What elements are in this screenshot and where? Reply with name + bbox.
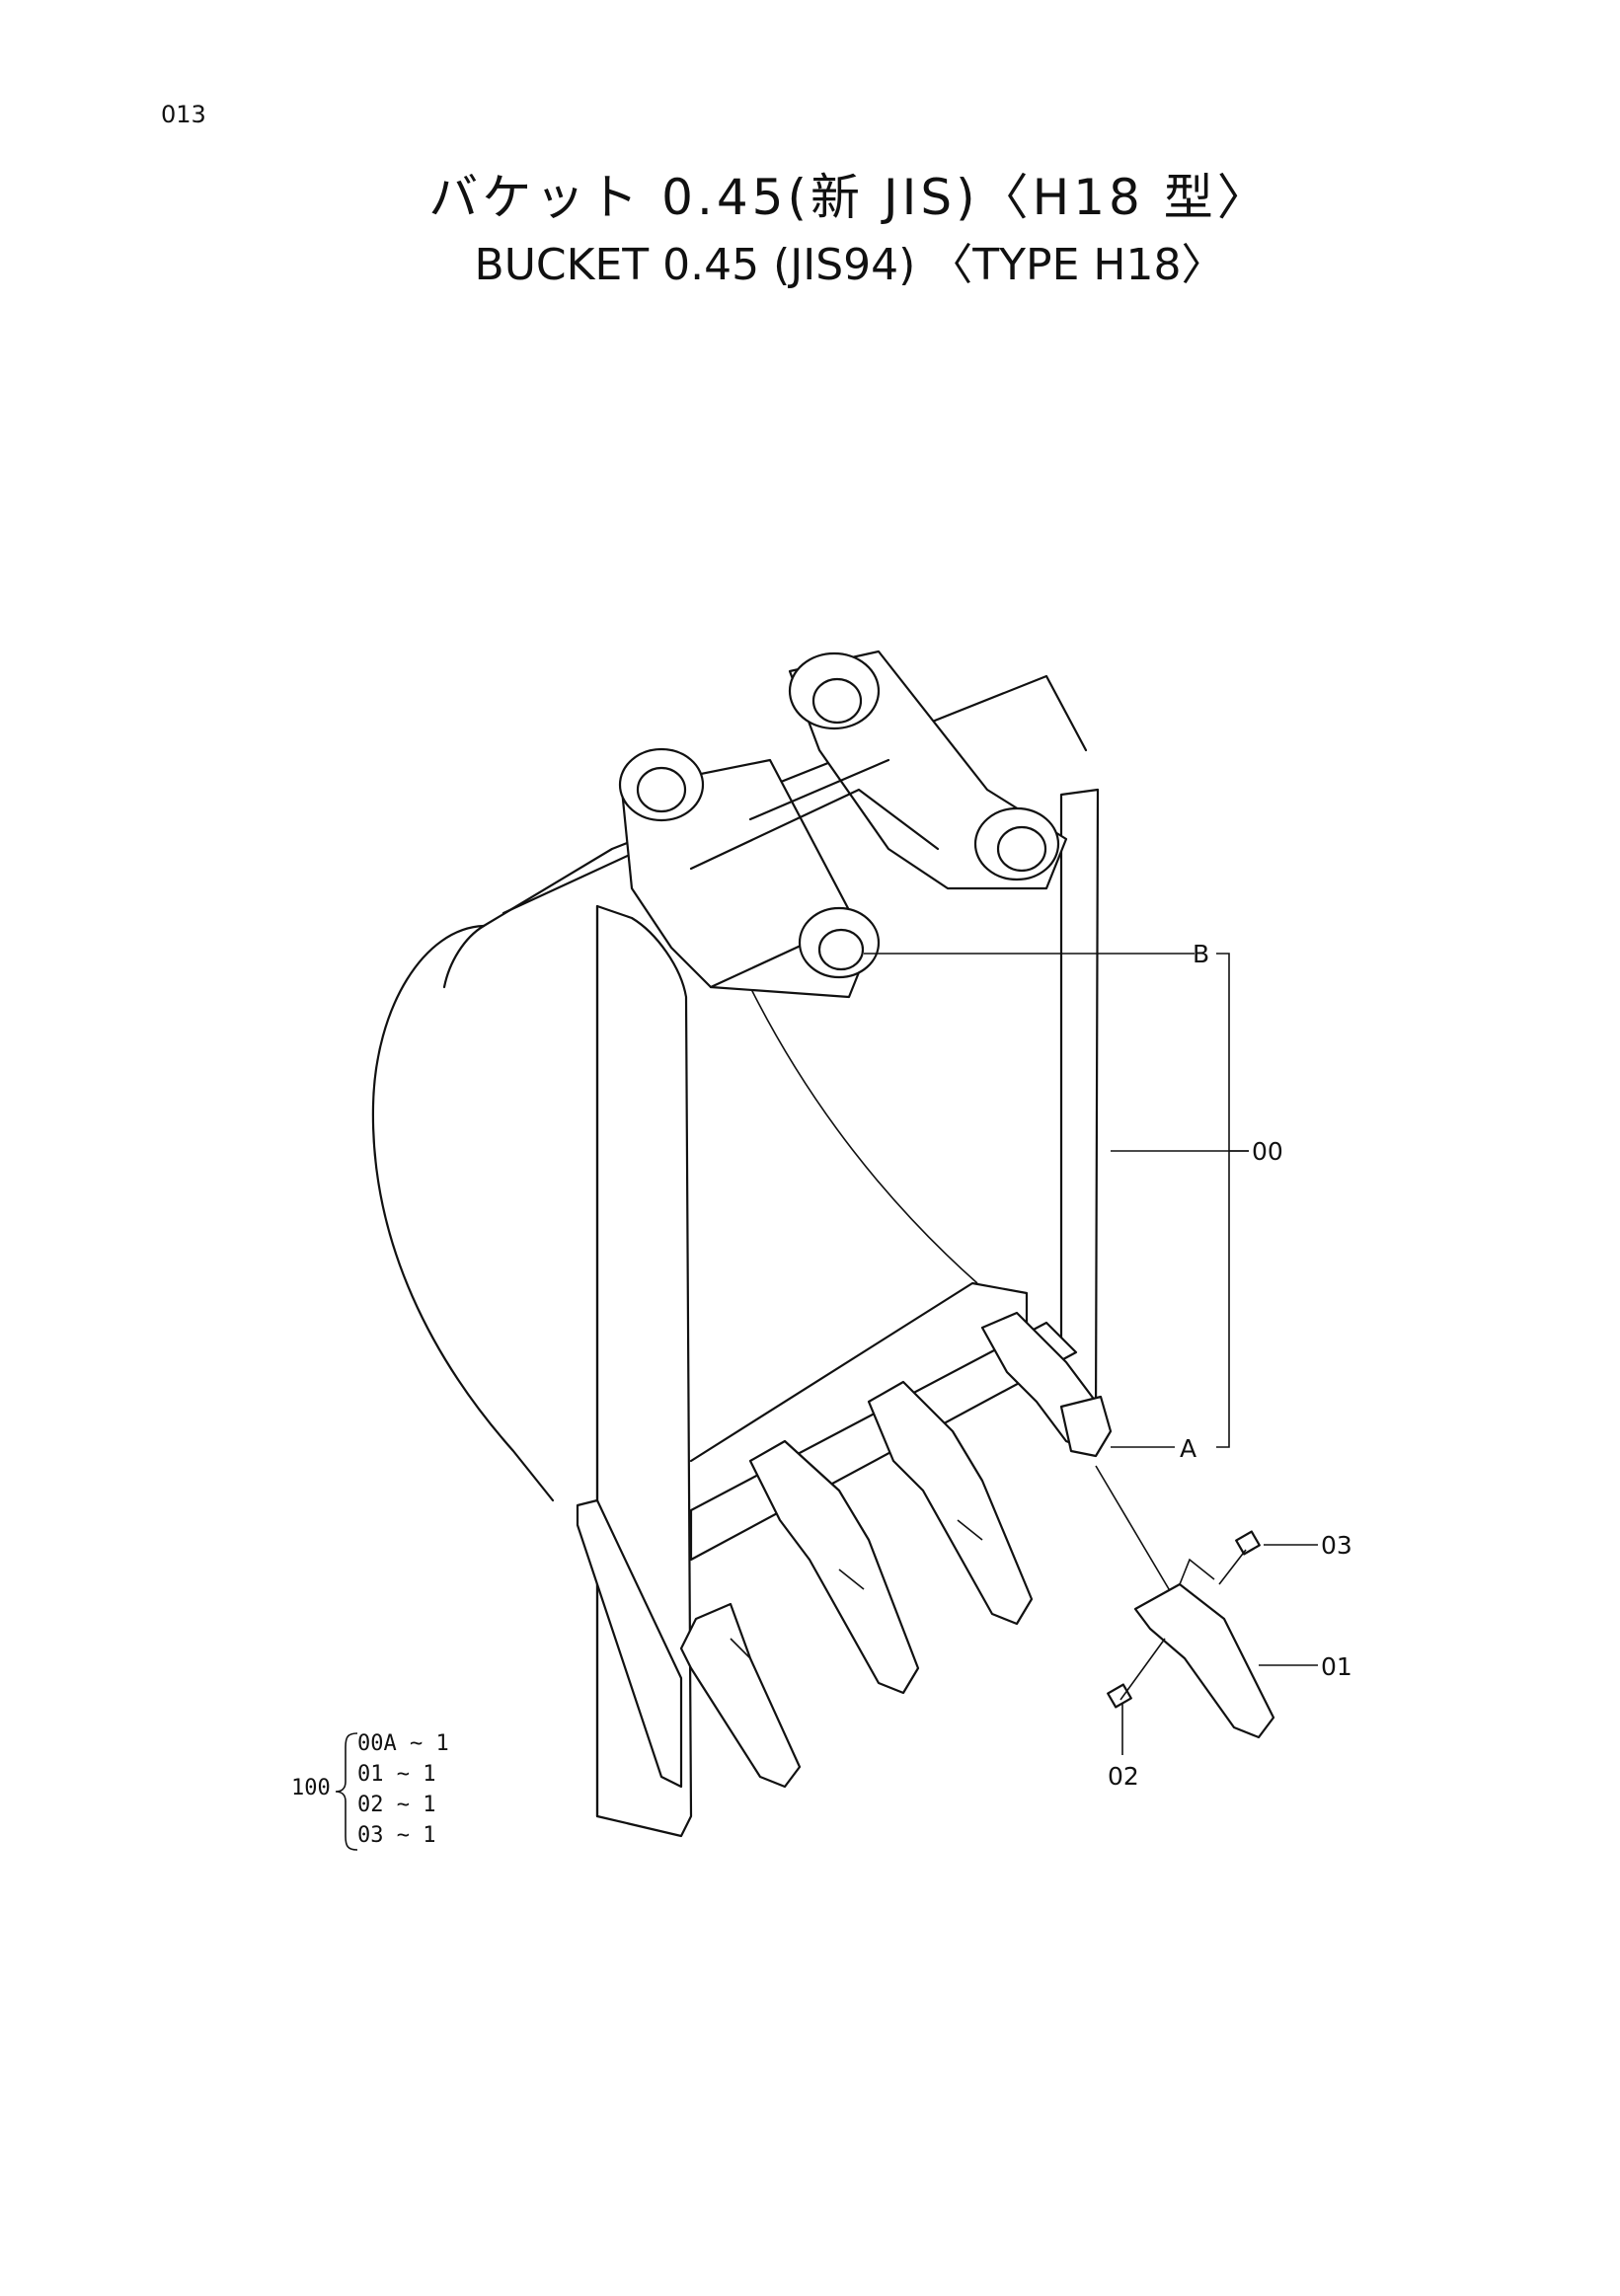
kit-row-1: 01 ~ 1 [357,1762,435,1787]
page-number: 013 [161,101,206,128]
mounting-bracket [618,650,1068,999]
pin-boss-top-left [618,747,705,822]
title-english: BUCKET 0.45 (JIS94) 〈TYPE H18〉 [474,240,1225,290]
callout-03: 03 [1321,1531,1352,1560]
kit-row-0: 00A ~ 1 [357,1731,449,1756]
pin-part-03 [1218,1530,1261,1585]
explode-line [1095,1465,1176,1600]
right-side-plate [1059,788,1100,1438]
bucket-body [371,674,1100,1838]
pin-boss-top-right [788,651,881,730]
kit-row-2: 02 ~ 1 [357,1793,435,1817]
adapter-nose [1059,1395,1113,1458]
bucket-shell-curve [371,924,555,1502]
kit-composition: 100 00A ~ 1 01 ~ 1 02 ~ 1 03 ~ 1 [291,1731,449,1851]
lock-part-02 [1107,1638,1166,1709]
pin-boss-lower [798,906,881,979]
exploded-parts [1095,1465,1275,1739]
tooth-3 [867,1380,1034,1626]
tooth-2 [748,1439,920,1695]
bucket-teeth [679,1311,1113,1789]
left-side-cutter [576,1498,683,1789]
tooth-1 [679,1602,802,1789]
tooth-part-01 [1133,1582,1275,1739]
callout-leaders [864,953,1318,1755]
kit-label: 100 [291,1776,331,1800]
callout-01: 01 [1321,1652,1352,1681]
title-japanese: バケット 0.45(新 JIS)〈H18 型〉 [428,169,1271,226]
callout-a: A [1180,1434,1196,1463]
kit-brace [335,1732,358,1851]
callout-02: 02 [1108,1762,1139,1791]
callout-00: 00 [1252,1137,1283,1166]
pin-boss-mid-right [973,806,1060,881]
bucket-floor [689,1281,1029,1463]
kit-row-3: 03 ~ 1 [357,1823,435,1848]
callout-b: B [1193,940,1209,968]
